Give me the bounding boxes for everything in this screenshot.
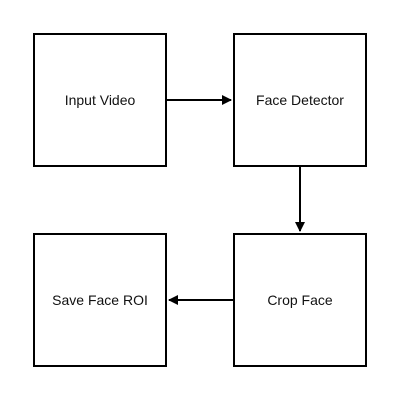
- node-face-detector: Face Detector: [233, 33, 367, 167]
- node-input-video: Input Video: [33, 33, 167, 167]
- node-input-video-label: Input Video: [64, 92, 136, 108]
- node-save-face-roi: Save Face ROI: [33, 233, 167, 367]
- node-save-face-roi-label: Save Face ROI: [52, 292, 148, 308]
- node-crop-face: Crop Face: [233, 233, 367, 367]
- node-crop-face-label: Crop Face: [267, 292, 333, 308]
- node-face-detector-label: Face Detector: [256, 92, 344, 108]
